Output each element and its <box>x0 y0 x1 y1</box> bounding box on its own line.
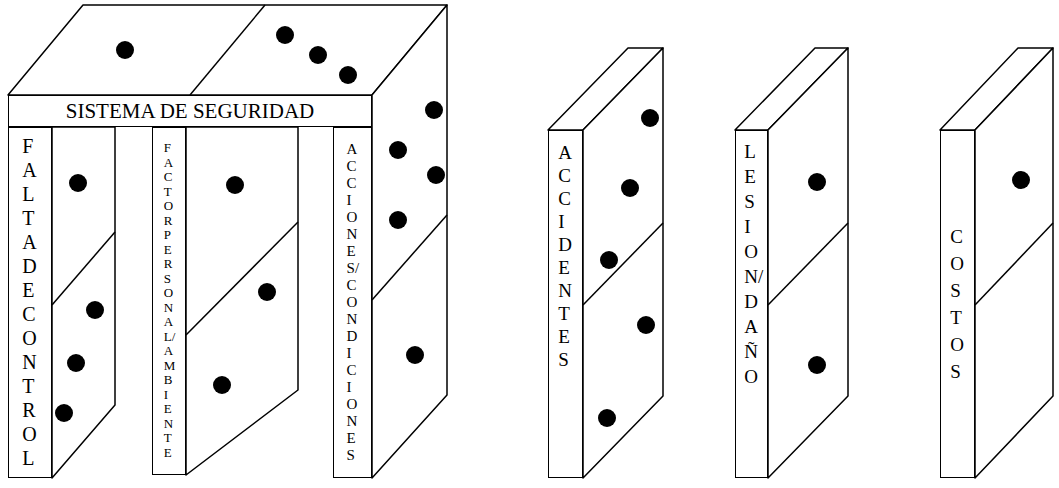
vertical-label: COSTOS <box>950 223 960 385</box>
vertical-label: FALTA DE CONTROL <box>22 134 32 470</box>
domino-pip <box>406 346 424 364</box>
domino-pip <box>213 376 231 394</box>
domino-face: ACCIDENTES <box>548 130 583 478</box>
domino-divider <box>186 222 298 335</box>
domino-side-face <box>583 48 663 478</box>
domino-pip <box>339 66 357 84</box>
domino-side-face <box>186 127 298 475</box>
domino-pip <box>67 354 85 372</box>
domino-pip <box>641 109 659 127</box>
domino-pip <box>598 409 616 427</box>
domino-side-face <box>768 48 848 478</box>
domino-pip <box>427 166 445 184</box>
domino-pip <box>600 251 618 269</box>
domino-face: LESION/DAÑO <box>735 130 768 478</box>
domino-divider <box>975 223 1053 305</box>
band-label: SISTEMA DE SEGURIDAD <box>66 99 315 123</box>
vertical-label: LESION/DAÑO <box>744 139 754 389</box>
domino-pip <box>309 46 327 64</box>
domino-divider <box>190 5 265 95</box>
domino-side-face <box>975 48 1053 478</box>
vertical-label: FACTOR PERSONAL/AMBIENTE <box>164 141 171 460</box>
slab-side-face <box>372 5 447 478</box>
band-box: SISTEMA DE SEGURIDAD <box>8 95 372 127</box>
domino-face: FALTA DE CONTROL <box>8 127 52 478</box>
domino-divider <box>52 232 115 305</box>
domino-pip <box>116 41 134 59</box>
domino-side-face <box>52 127 115 478</box>
vertical-label: ACCIDENTES <box>558 141 568 371</box>
domino-pip <box>86 301 104 319</box>
domino-pip <box>276 26 294 44</box>
domino-pip <box>808 173 826 191</box>
domino-pip <box>69 174 87 192</box>
domino-pip <box>808 356 826 374</box>
domino-pip <box>637 316 655 334</box>
domino-divider <box>372 215 447 300</box>
domino-divider <box>583 223 663 305</box>
domino-pip <box>389 211 407 229</box>
domino-pip <box>621 179 639 197</box>
domino-face: FACTOR PERSONAL/AMBIENTE <box>152 127 186 475</box>
domino-pip <box>258 283 276 301</box>
domino-pip <box>226 176 244 194</box>
domino-face: COSTOS <box>940 130 975 478</box>
domino-divider <box>768 223 848 305</box>
slab-top-face <box>8 5 447 95</box>
domino-pip <box>55 404 73 422</box>
domino-pip <box>425 101 443 119</box>
domino-pip <box>1012 171 1030 189</box>
vertical-label: ACCIONES/CONDICIONES <box>347 141 355 464</box>
domino-pip <box>389 141 407 159</box>
domino-face: ACCIONES/CONDICIONES <box>333 127 372 478</box>
